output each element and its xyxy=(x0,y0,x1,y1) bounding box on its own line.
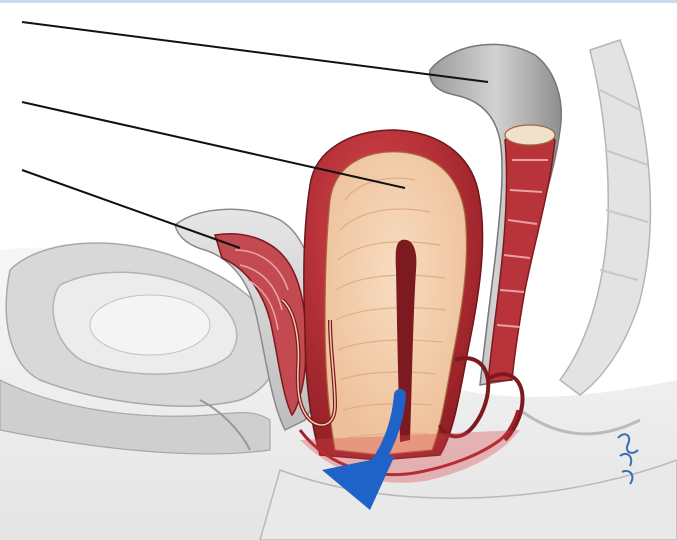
leader-line-bladder xyxy=(22,170,240,248)
sacrum-outline xyxy=(560,40,650,395)
leader-line-rectum xyxy=(22,22,488,82)
pubic-bone-and-bladder xyxy=(0,243,278,454)
